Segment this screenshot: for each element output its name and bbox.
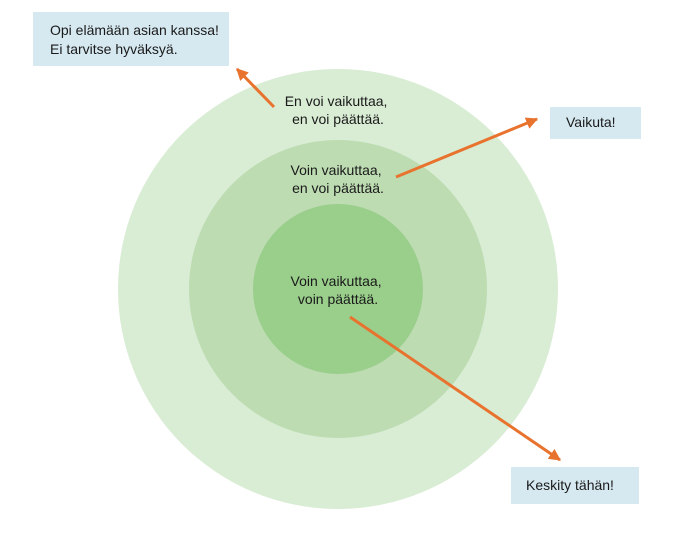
accept-advice-box: Opi elämään asian kanssa! Ei tarvitse hy… (33, 12, 229, 66)
focus-advice-box: Keskity tähän! (511, 467, 639, 504)
outer-ring-label-line1: En voi vaikuttaa, (285, 93, 388, 109)
influence-advice-box: Vaikuta! (550, 107, 641, 139)
inner-circle-label-line1: Voin vaikuttaa, (291, 273, 382, 289)
focus-advice-line1: Keskity tähän! (526, 477, 614, 493)
accept-advice-line2: Ei tarvitse hyväksyä. (50, 41, 178, 57)
accept-advice-line1: Opi elämään asian kanssa! (50, 22, 219, 38)
arrow-to-accept (235, 67, 276, 109)
influence-advice-line1: Vaikuta! (566, 114, 616, 130)
inner-circle-label-line2: voin päättää. (298, 291, 378, 307)
outer-ring-label: En voi vaikuttaa, en voi päättää. (285, 93, 392, 127)
middle-ring-label: Voin vaikuttaa, en voi päättää. (291, 162, 386, 196)
middle-ring-label-line2: en voi päättää. (292, 180, 384, 196)
inner-circle-label: Voin vaikuttaa, voin päättää. (291, 273, 386, 307)
arrow-to-focus (349, 315, 561, 462)
inner-circle (253, 204, 423, 374)
arrow-to-influence (395, 117, 539, 179)
outer-ring-label-line2: en voi päättää. (292, 111, 384, 127)
middle-ring-label-line1: Voin vaikuttaa, (291, 162, 382, 178)
